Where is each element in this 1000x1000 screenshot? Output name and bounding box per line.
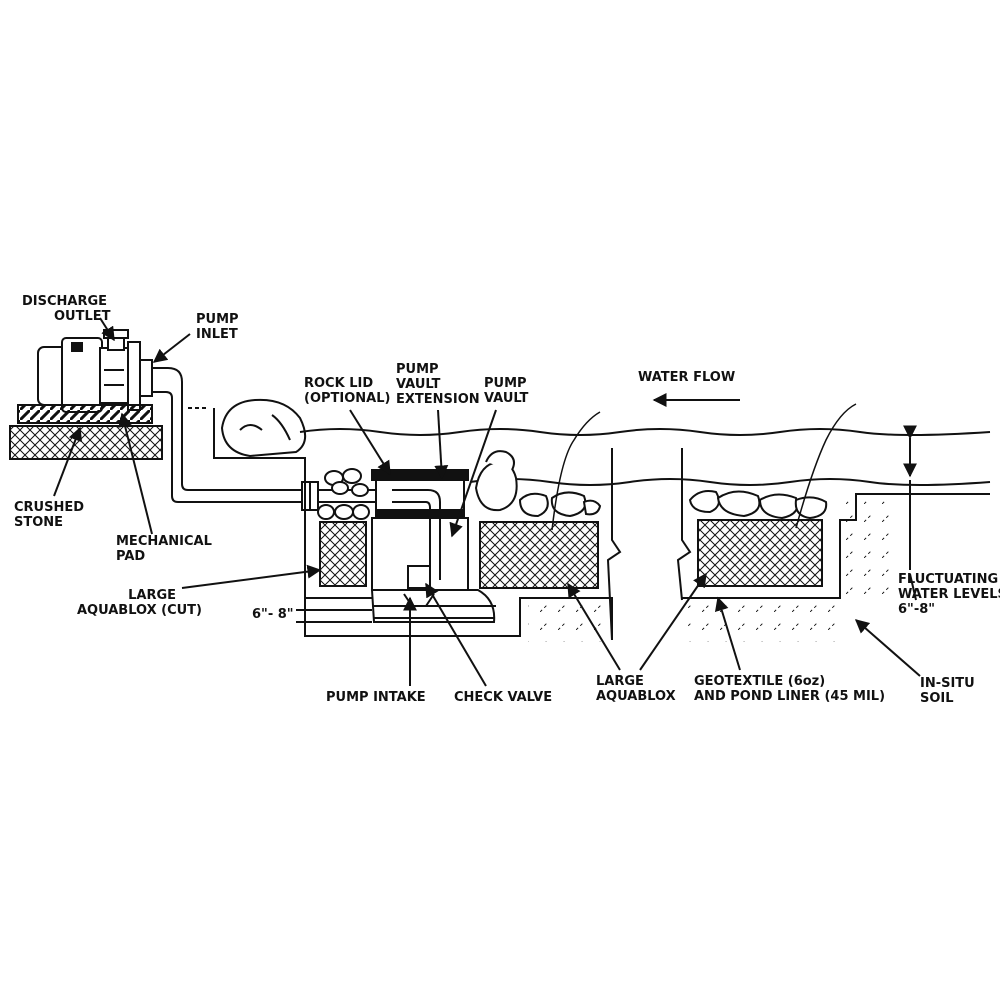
label-fluctuating-water-levels: FLUCTUATING WATER LEVELS 6"-8" — [898, 572, 1000, 617]
large-aquablox-cut — [319, 521, 367, 587]
label-pump-intake: PUMP INTAKE — [326, 690, 426, 705]
label-rock-lid: ROCK LID (OPTIONAL) — [304, 376, 391, 406]
label-mechanical-pad: MECHANICAL PAD — [116, 534, 212, 564]
label-discharge-outlet: DISCHARGE OUTLET — [22, 294, 111, 324]
water-surface-high — [299, 428, 991, 436]
large-aquablox-2 — [697, 519, 823, 587]
label-pump-inlet: PUMP INLET — [196, 312, 239, 342]
pump-motor — [37, 329, 153, 413]
in-situ-soil-1 — [528, 602, 608, 642]
large-aquablox-1 — [479, 521, 599, 589]
water-surface-low — [469, 478, 991, 486]
label-water-flow: WATER FLOW — [638, 370, 736, 385]
in-situ-soil-3 — [844, 500, 890, 600]
label-check-valve: CHECK VALVE — [454, 690, 553, 705]
label-large-aquablox: LARGE AQUABLOX — [596, 674, 676, 704]
label-in-situ-soil: IN-SITU SOIL — [920, 676, 975, 706]
edge-rock — [220, 398, 307, 458]
label-large-aquablox-cut: LARGE AQUABLOX (CUT) — [76, 588, 202, 618]
pond-liner — [304, 597, 613, 640]
in-situ-soil-2 — [688, 602, 836, 642]
label-pump-vault: PUMP VAULT — [484, 376, 529, 406]
label-pump-vault-extension: PUMP VAULT EXTENSION — [396, 362, 480, 407]
inlet-pipe — [152, 367, 302, 491]
pump-vault — [370, 469, 496, 623]
crushed-stone-base — [9, 425, 163, 460]
label-geotextile: GEOTEXTILE (6oz) AND POND LINER (45 MIL) — [694, 674, 886, 704]
label-depth-6-8: 6"- 8" — [252, 607, 294, 622]
label-crushed-stone: CRUSHED STONE — [14, 500, 85, 530]
mechanical-pad — [17, 404, 153, 424]
